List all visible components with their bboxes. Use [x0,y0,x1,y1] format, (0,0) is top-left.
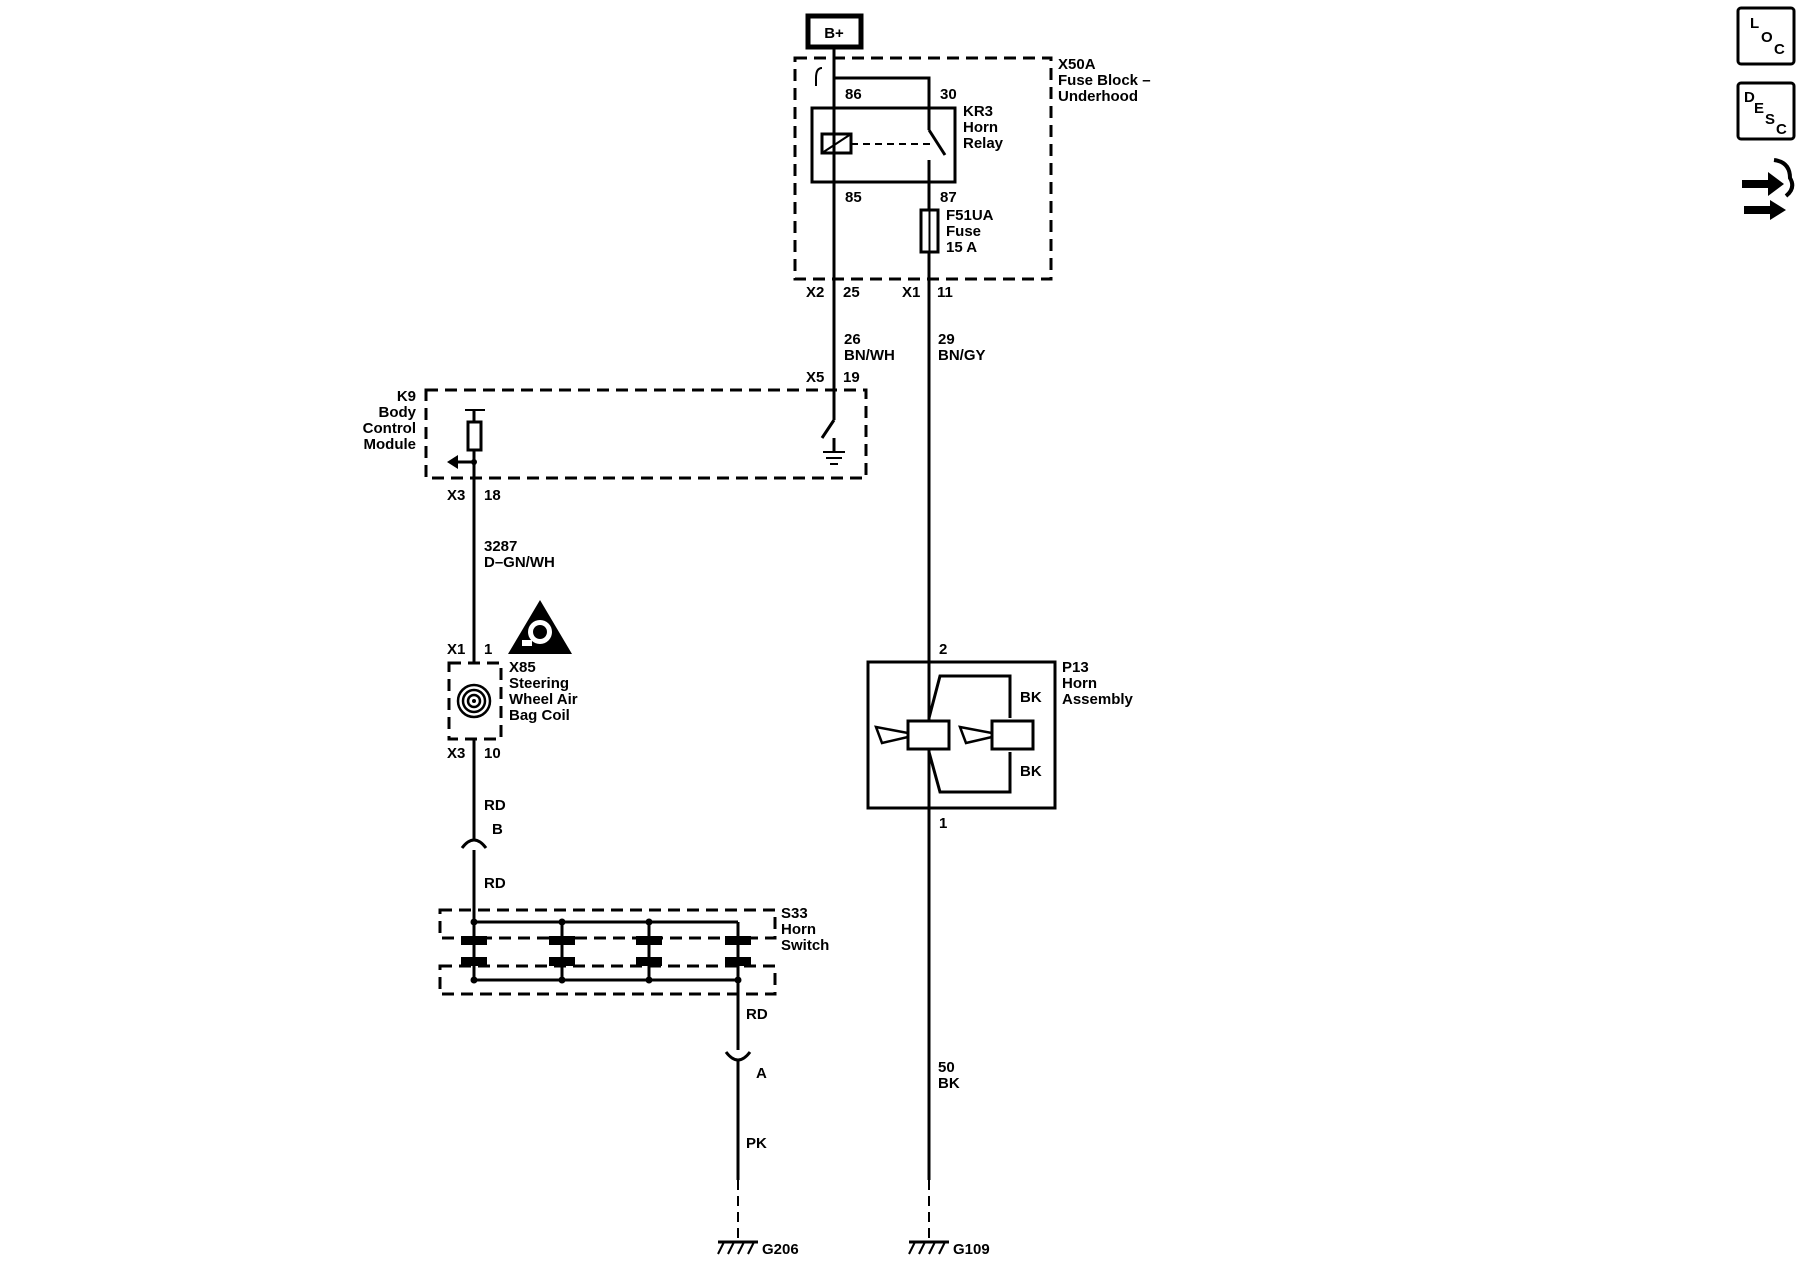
coil-x1-pin: 1 [484,641,492,658]
wire-3287-circuit: 3287 [484,538,517,555]
wire-rd-lower-color: RD [746,1006,768,1023]
horn-switch-contact [461,918,487,984]
relay-ref: KR3 [963,103,993,120]
horn-switch-contact [636,918,662,984]
coil-ref: X85 [509,659,536,676]
connector-b-label: B [492,821,503,838]
airbag-warning-icon [508,600,572,654]
ground-g109: G109 [908,1240,990,1258]
fuse-block-ref: X50A [1058,56,1096,73]
wire-pk-color: PK [746,1135,767,1152]
horn-assembly: 2 BK BK P13 Horn Assembly 1 [866,641,1134,832]
horn-relay: 86 30 85 87 KR3 Horn Relay [810,86,1004,206]
horn-switch: S33 Horn Switch [438,905,829,996]
relay-name-line2: Relay [963,135,1004,152]
bcm-name-line3: Module [364,436,417,453]
location-button[interactable]: L O C [1736,6,1796,66]
fuse-ref: F51UA [946,207,994,224]
wire-rd-upper-color: RD [484,797,506,814]
relay-pin-86: 86 [845,86,862,103]
coil-name-line3: Bag Coil [509,707,570,724]
wire-26-color: BN/WH [844,347,895,364]
desc-letter-d: D [1744,89,1755,106]
loc-letter-o: O [1761,29,1773,46]
fuse-block-name-line1: Fuse Block – [1058,72,1151,89]
relay-name-line1: Horn [963,119,998,136]
horn-switch-contact [725,922,751,984]
steering-wheel-airbag-coil: X1 1 X85 Steering Wheel Air Bag Coil X3 … [447,641,578,762]
fuse-name: Fuse [946,223,981,240]
horn-bk-upper: BK [1020,689,1042,706]
horn-fuse: F51UA Fuse 15 A [919,207,994,256]
horn-bk-lower: BK [1020,763,1042,780]
fuse-rating: 15 A [946,239,977,256]
horn-pin-2: 2 [939,641,947,658]
ground-g206-label: G206 [762,1241,799,1258]
ground-g206: G206 [717,1240,799,1258]
fuse-block-x2-label: X2 [806,284,824,301]
body-control-module: K9 Body Control Module X5 19 X3 18 [363,369,868,504]
bcm-ref: K9 [397,388,416,405]
relay-pin-87: 87 [940,189,957,206]
relay-pin-85: 85 [845,189,862,206]
ground-g109-label: G109 [953,1241,990,1258]
coil-x1-label: X1 [447,641,465,658]
wire-29-circuit: 29 [938,331,955,348]
desc-letter-s: S [1765,111,1775,128]
horn-pin-1: 1 [939,815,947,832]
wire-26-circuit: 26 [844,331,861,348]
inline-connector-b: B [460,821,503,849]
bcm-x5-pin: 19 [843,369,860,386]
description-button[interactable]: D E S C [1736,81,1796,141]
bcm-name-line2: Control [363,420,416,437]
bcm-x3-label: X3 [447,487,465,504]
coil-x3-label: X3 [447,745,465,762]
coil-name-line2: Wheel Air [509,691,578,708]
horn-ref: P13 [1062,659,1089,676]
bcm-x3-pin: 18 [484,487,501,504]
connector-a-label: A [756,1065,767,1082]
fuse-block-name-line2: Underhood [1058,88,1138,105]
fuse-block-x2-pin: 25 [843,284,860,301]
horn-switch-contact [549,918,575,984]
fuse-block-underhood: X50A Fuse Block – Underhood [793,56,1151,281]
wire-50-circuit: 50 [938,1059,955,1076]
fuse-block-x1-label: X1 [902,284,920,301]
inline-connector-a: A [724,1051,767,1082]
wire-29-color: BN/GY [938,347,986,364]
power-source-label: B+ [824,25,844,42]
repair-arrows-icon[interactable] [1742,158,1795,220]
wire-50-color: BK [938,1075,960,1092]
horn-switch-name-line2: Switch [781,937,829,954]
coil-x3-pin: 10 [484,745,501,762]
desc-letter-e: E [1754,100,1764,117]
bcm-name-line1: Body [379,404,417,421]
fuse-block-x1-pin: 11 [937,284,953,301]
loc-letter-c: C [1774,41,1785,58]
desc-letter-c: C [1776,121,1787,138]
relay-pin-30: 30 [940,86,957,103]
coil-name-line1: Steering [509,675,569,692]
bcm-x5-label: X5 [806,369,824,386]
horn-name-line1: Horn [1062,675,1097,692]
horn-name-line2: Assembly [1062,691,1134,708]
battery-power-source: B+ [805,13,864,50]
wire-3287-color: D–GN/WH [484,554,555,571]
horn-switch-ref: S33 [781,905,808,922]
loc-letter-l: L [1750,15,1759,32]
wire-rd-mid-color: RD [484,875,506,892]
horn-switch-name-line1: Horn [781,921,816,938]
